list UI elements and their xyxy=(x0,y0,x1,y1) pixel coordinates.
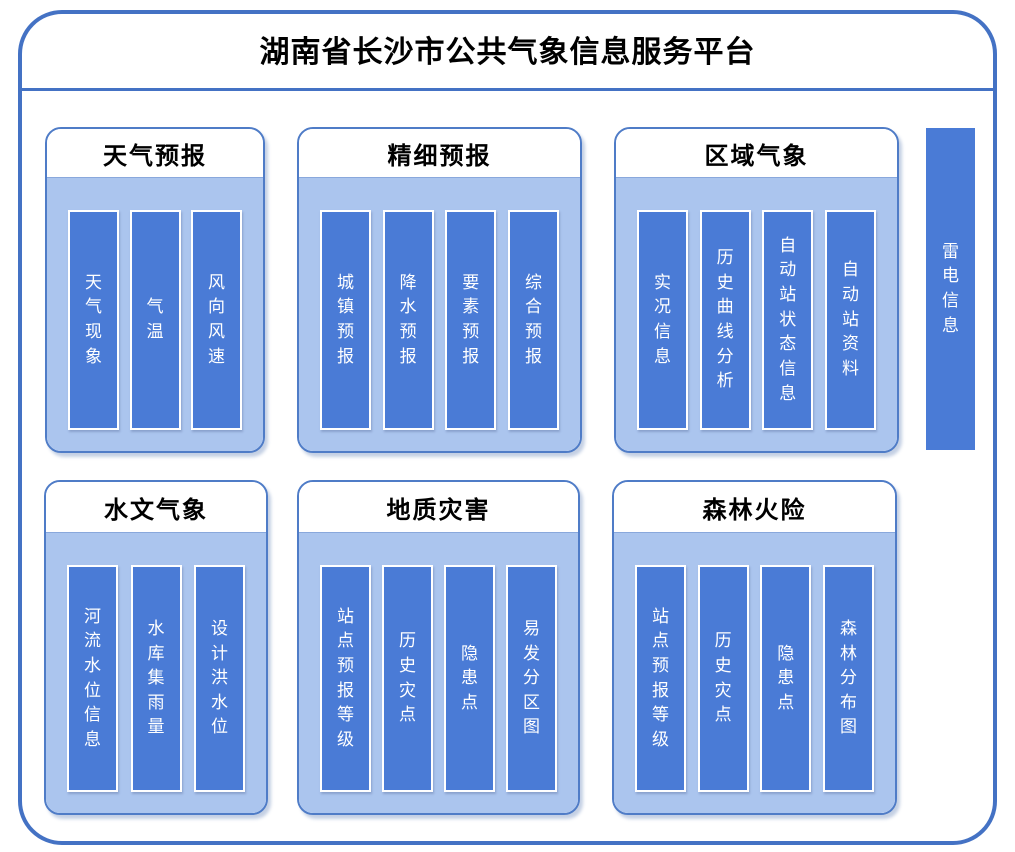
panel-item: 气温 xyxy=(129,210,181,430)
panel-title: 水文气象 xyxy=(104,496,208,524)
page-title: 湖南省长沙市公共气象信息服务平台 xyxy=(259,36,756,69)
panel-item-label: 要素预报 xyxy=(462,272,480,366)
panel-item-label: 城镇预报 xyxy=(336,272,354,366)
panel-item: 历史曲线分析 xyxy=(699,210,751,430)
panel-item-label: 河流水位信息 xyxy=(83,606,101,749)
panel-item-label: 自动站资料 xyxy=(841,260,859,378)
panel-header: 精细预报 xyxy=(299,129,580,177)
panel-item-label: 站点预报等级 xyxy=(336,606,354,749)
panel-item: 实况信息 xyxy=(637,210,688,430)
panel-item-label: 隐患点 xyxy=(460,643,478,712)
panel-item: 历史灾点 xyxy=(697,565,749,792)
panel-geologic-disaster: 地质灾害 站点预报等级 历史灾点 隐患点 易发分区图 xyxy=(297,480,580,815)
panel-hydrologic-weather: 水文气象 河流水位信息 水库集雨量 设计洪水位 xyxy=(44,480,268,815)
title-band: 湖南省长沙市公共气象信息服务平台 xyxy=(18,10,997,88)
panel-body: 天气现象 气温 风向风速 xyxy=(47,177,263,451)
panel-title: 天气预报 xyxy=(103,142,207,170)
panel-item-label: 设计洪水位 xyxy=(210,618,228,737)
panel-title: 森林火险 xyxy=(702,496,807,524)
panel-item: 自动站状态信息 xyxy=(762,210,814,430)
panel-regional-weather: 区域气象 实况信息 历史曲线分析 自动站状态信息 自动站资料 xyxy=(614,127,899,453)
panel-item: 站点预报等级 xyxy=(635,565,686,792)
panel-item: 河流水位信息 xyxy=(67,565,118,792)
lightning-info-bar: 雷电信息 xyxy=(926,128,975,450)
panel-body: 城镇预报 降水预报 要素预报 综合预报 xyxy=(299,177,580,451)
panel-item-label: 实况信息 xyxy=(653,272,671,366)
panel-item: 综合预报 xyxy=(507,210,559,430)
panel-item-label: 历史灾点 xyxy=(714,631,732,725)
panel-item: 隐患点 xyxy=(444,565,495,792)
panel-item: 森林分布图 xyxy=(822,565,874,792)
panel-item-label: 风向风速 xyxy=(207,272,225,366)
lightning-info-label: 雷电信息 xyxy=(941,241,959,335)
panel-item: 设计洪水位 xyxy=(194,565,245,792)
panel-item: 历史灾点 xyxy=(382,565,433,792)
panel-title: 精细预报 xyxy=(387,142,492,170)
panel-item: 易发分区图 xyxy=(506,565,557,792)
panel-item-label: 隐患点 xyxy=(777,643,795,712)
panel-weather-forecast: 天气预报 天气现象 气温 风向风速 xyxy=(45,127,265,453)
panel-header: 地质灾害 xyxy=(299,482,578,532)
panel-item: 站点预报等级 xyxy=(320,565,371,792)
panel-header: 天气预报 xyxy=(47,129,263,177)
panel-item-label: 天气现象 xyxy=(84,272,102,366)
panel-item: 风向风速 xyxy=(191,210,242,430)
panel-item: 自动站资料 xyxy=(824,210,876,430)
panel-title: 区域气象 xyxy=(704,142,809,170)
panel-item-label: 降水预报 xyxy=(399,272,417,366)
panel-forest-fire-risk: 森林火险 站点预报等级 历史灾点 隐患点 森林分布图 xyxy=(612,480,897,815)
panel-item-label: 站点预报等级 xyxy=(651,606,669,749)
panel-body: 站点预报等级 历史灾点 隐患点 森林分布图 xyxy=(614,532,895,813)
panel-item: 城镇预报 xyxy=(320,210,371,430)
panel-item-label: 水库集雨量 xyxy=(147,618,165,737)
title-divider xyxy=(20,88,995,91)
panel-fine-forecast: 精细预报 城镇预报 降水预报 要素预报 综合预报 xyxy=(297,127,582,453)
panel-item-label: 综合预报 xyxy=(524,272,542,366)
panel-header: 区域气象 xyxy=(616,129,897,177)
panel-item: 隐患点 xyxy=(760,565,812,792)
platform-frame xyxy=(18,10,997,845)
panel-header: 水文气象 xyxy=(46,482,266,532)
panel-item: 天气现象 xyxy=(68,210,119,430)
panel-item-label: 历史曲线分析 xyxy=(716,248,734,391)
panel-item-label: 气温 xyxy=(146,297,164,341)
panel-item-label: 历史灾点 xyxy=(398,631,416,725)
panel-title: 地质灾害 xyxy=(386,496,491,524)
panel-item-label: 自动站状态信息 xyxy=(779,235,797,403)
panel-item-label: 易发分区图 xyxy=(522,618,540,737)
panel-body: 实况信息 历史曲线分析 自动站状态信息 自动站资料 xyxy=(616,177,897,451)
panel-body: 河流水位信息 水库集雨量 设计洪水位 xyxy=(46,532,266,813)
panel-item: 要素预报 xyxy=(445,210,497,430)
panel-item: 水库集雨量 xyxy=(130,565,182,792)
panel-header: 森林火险 xyxy=(614,482,895,532)
panel-body: 站点预报等级 历史灾点 隐患点 易发分区图 xyxy=(299,532,578,813)
panel-item-label: 森林分布图 xyxy=(839,618,857,737)
panel-item: 降水预报 xyxy=(382,210,434,430)
